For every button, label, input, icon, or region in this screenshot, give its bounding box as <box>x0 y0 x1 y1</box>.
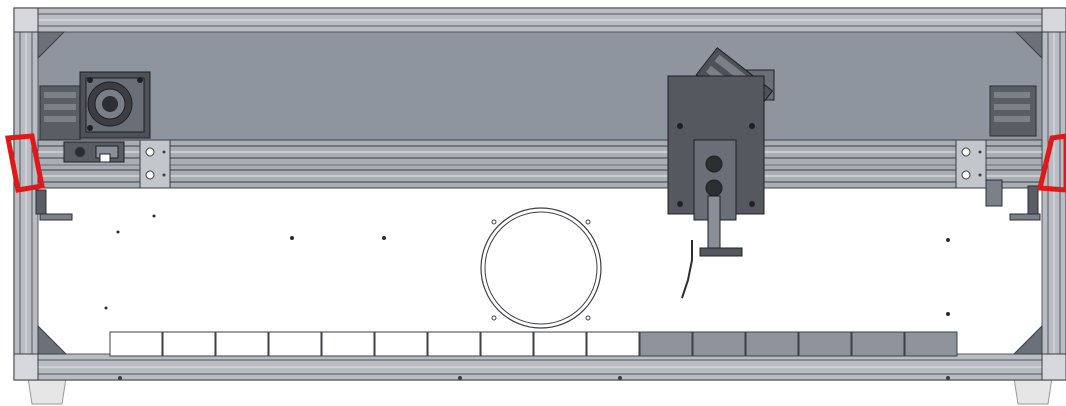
right-mirror-mount <box>667 47 775 299</box>
dark-slot <box>798 331 852 357</box>
left-lens-mount <box>63 71 151 163</box>
light-slot <box>586 331 640 357</box>
light-slot <box>162 331 216 357</box>
right-foot <box>1013 377 1053 405</box>
light-slot <box>215 331 269 357</box>
dark-slot <box>851 331 905 357</box>
light-slot <box>427 331 481 357</box>
light-slot <box>321 331 375 357</box>
light-slot <box>109 331 163 357</box>
dark-slot <box>904 331 958 357</box>
rail-end-plate-right <box>955 139 987 189</box>
right-red-bracket-marker <box>1036 133 1066 193</box>
dark-slot <box>745 331 799 357</box>
left-red-bracket-marker <box>5 133 45 193</box>
mounting-holes <box>104 214 950 316</box>
bottom-bolts <box>118 376 950 380</box>
center-circular-port <box>480 207 602 329</box>
bottom-slot-row <box>109 331 958 357</box>
light-slot <box>480 331 534 357</box>
optical-rail <box>37 139 1043 189</box>
right-stepper-motor <box>985 85 1041 221</box>
back-panel <box>37 31 1043 143</box>
rail-end-plate-left <box>139 139 171 189</box>
front-white-panel <box>37 187 1043 355</box>
dark-slot <box>692 331 746 357</box>
left-foot <box>27 377 67 405</box>
light-slot <box>374 331 428 357</box>
dark-slot <box>639 331 693 357</box>
corner-gussets <box>37 31 1043 355</box>
light-slot <box>533 331 587 357</box>
left-stepper-motor <box>35 85 81 221</box>
light-slot <box>268 331 322 357</box>
